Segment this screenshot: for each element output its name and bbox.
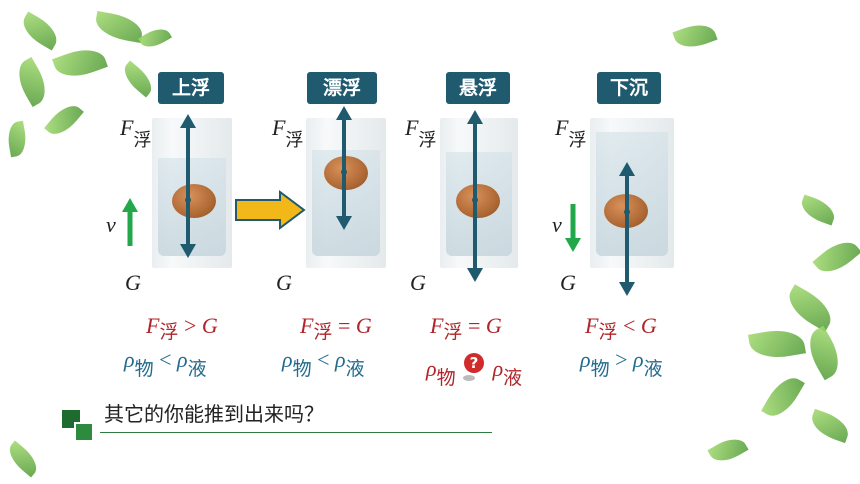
density-condition-1: ρ物 < ρ液 bbox=[124, 347, 207, 380]
question-mark-icon: ? bbox=[461, 352, 487, 382]
force-arrow-2 bbox=[336, 106, 352, 230]
gravity-label-3: G bbox=[410, 270, 426, 295]
question-text: 其它的你能推到出来吗？ bbox=[104, 402, 324, 426]
state-label-floating: 漂浮 bbox=[307, 72, 377, 104]
force-condition-3: F浮 = G bbox=[430, 313, 502, 343]
svg-text:?: ? bbox=[470, 354, 479, 372]
glass-1 bbox=[152, 118, 232, 268]
velocity-up-arrow bbox=[122, 198, 138, 246]
buoyancy-label-4: F浮 bbox=[555, 115, 587, 152]
bullet-squares-icon bbox=[62, 410, 94, 442]
force-arrow-4 bbox=[619, 162, 635, 296]
force-condition-2: F浮 = G bbox=[300, 313, 372, 343]
density-condition-2: ρ物 < ρ液 bbox=[282, 347, 365, 380]
velocity-label-4: v bbox=[552, 212, 562, 237]
state-label-sinking: 下沉 bbox=[597, 72, 661, 104]
gravity-label-1: G bbox=[125, 270, 141, 295]
gravity-label-2: G bbox=[276, 270, 292, 295]
egg-3 bbox=[456, 184, 500, 218]
state-label-suspended: 悬浮 bbox=[446, 72, 510, 104]
egg-1 bbox=[172, 184, 216, 218]
transition-arrow bbox=[235, 190, 306, 230]
buoyancy-label-1: F浮 bbox=[120, 115, 152, 152]
leaf-decoration-bottom-left bbox=[0, 440, 60, 484]
leaf-decoration-top-right bbox=[665, 18, 725, 60]
velocity-label-1: v bbox=[106, 212, 116, 237]
buoyancy-label-2: F浮 bbox=[272, 115, 304, 152]
density-condition-3: ρ物 ? ρ液 bbox=[426, 352, 523, 389]
velocity-down-arrow bbox=[565, 204, 581, 252]
force-arrow-3 bbox=[467, 110, 483, 282]
gravity-label-4: G bbox=[560, 270, 576, 295]
state-label-rising: 上浮 bbox=[158, 72, 224, 104]
force-arrow-1 bbox=[180, 114, 196, 258]
density-condition-4: ρ物 > ρ液 bbox=[580, 347, 663, 380]
buoyancy-label-3: F浮 bbox=[405, 115, 437, 152]
force-condition-1: F浮 > G bbox=[146, 313, 218, 343]
force-condition-4: F浮 < G bbox=[585, 313, 657, 343]
glass-3 bbox=[440, 118, 518, 268]
leaf-decoration-bottom-right bbox=[690, 194, 860, 484]
question-underline bbox=[100, 432, 492, 433]
